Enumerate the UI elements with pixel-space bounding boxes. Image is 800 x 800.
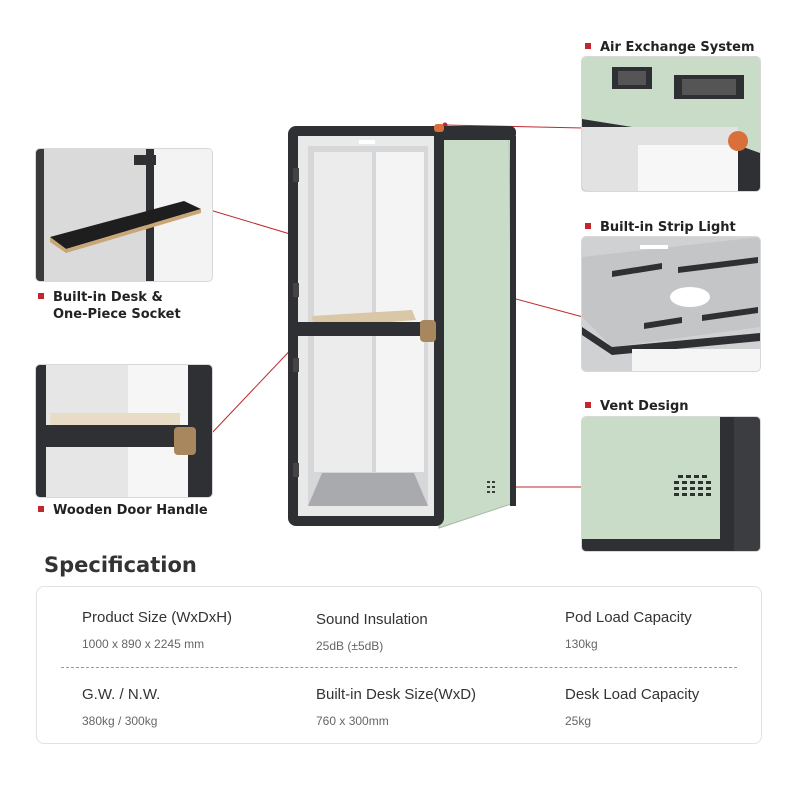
spec-value: 760 x 300mm — [316, 714, 389, 728]
bullet-icon — [585, 223, 591, 229]
spec-label: Built-in Desk Size(WxD) — [316, 686, 477, 703]
spec-label: Pod Load Capacity — [565, 609, 692, 626]
callout-air-exchange: Air Exchange System — [585, 39, 755, 56]
strip-light-detail-image — [582, 237, 760, 371]
callout-text: Wooden Door Handle — [53, 503, 208, 518]
callout-text: Built-in Desk & — [53, 290, 163, 305]
callout-text: Air Exchange System — [600, 40, 755, 55]
vent-detail-image — [582, 417, 760, 551]
callout-text: Built-in Strip Light — [600, 220, 736, 235]
spec-item: Built-in Desk Size(WxD) 760 x 300mm — [316, 686, 476, 728]
spec-label: Product Size (WxDxH) — [82, 609, 233, 626]
callout-text-line2: One-Piece Socket — [53, 307, 181, 322]
spec-item: G.W. / N.W. 380kg / 300kg — [82, 686, 160, 728]
callout-strip-light: Built-in Strip Light — [585, 219, 736, 236]
spec-label: G.W. / N.W. — [82, 686, 161, 703]
bullet-icon — [585, 43, 591, 49]
spec-divider — [61, 667, 737, 668]
spec-label: Desk Load Capacity — [565, 686, 700, 703]
bullet-icon — [38, 506, 44, 512]
spec-title: Specification — [44, 553, 197, 577]
callout-handle: Wooden Door Handle — [38, 502, 208, 519]
spec-value: 25dB (±5dB) — [316, 639, 384, 653]
spec-value: 25kg — [565, 714, 592, 728]
spec-item: Desk Load Capacity 25kg — [565, 686, 699, 728]
spec-item: Product Size (WxDxH) 1000 x 890 x 2245 m… — [82, 609, 232, 651]
spec-item: Sound Insulation 25dB (±5dB) — [316, 611, 428, 653]
spec-value: 130kg — [565, 637, 598, 651]
spec-item: Pod Load Capacity 130kg — [565, 609, 692, 651]
callout-desk: Built-in Desk & One-Piece Socket — [38, 289, 181, 323]
bullet-icon — [38, 293, 44, 299]
spec-value: 1000 x 890 x 2245 mm — [82, 637, 205, 651]
air-exchange-detail-image — [582, 57, 760, 191]
phone-booth-pod — [288, 124, 516, 529]
spec-table: Product Size (WxDxH) 1000 x 890 x 2245 m… — [36, 586, 762, 744]
spec-label: Sound Insulation — [316, 611, 428, 628]
bullet-icon — [585, 402, 591, 408]
spec-value: 380kg / 300kg — [82, 714, 158, 728]
callout-text: Vent Design — [600, 399, 689, 414]
callout-vent: Vent Design — [585, 398, 689, 415]
handle-detail-image — [36, 365, 212, 497]
desk-detail-image — [36, 149, 212, 281]
